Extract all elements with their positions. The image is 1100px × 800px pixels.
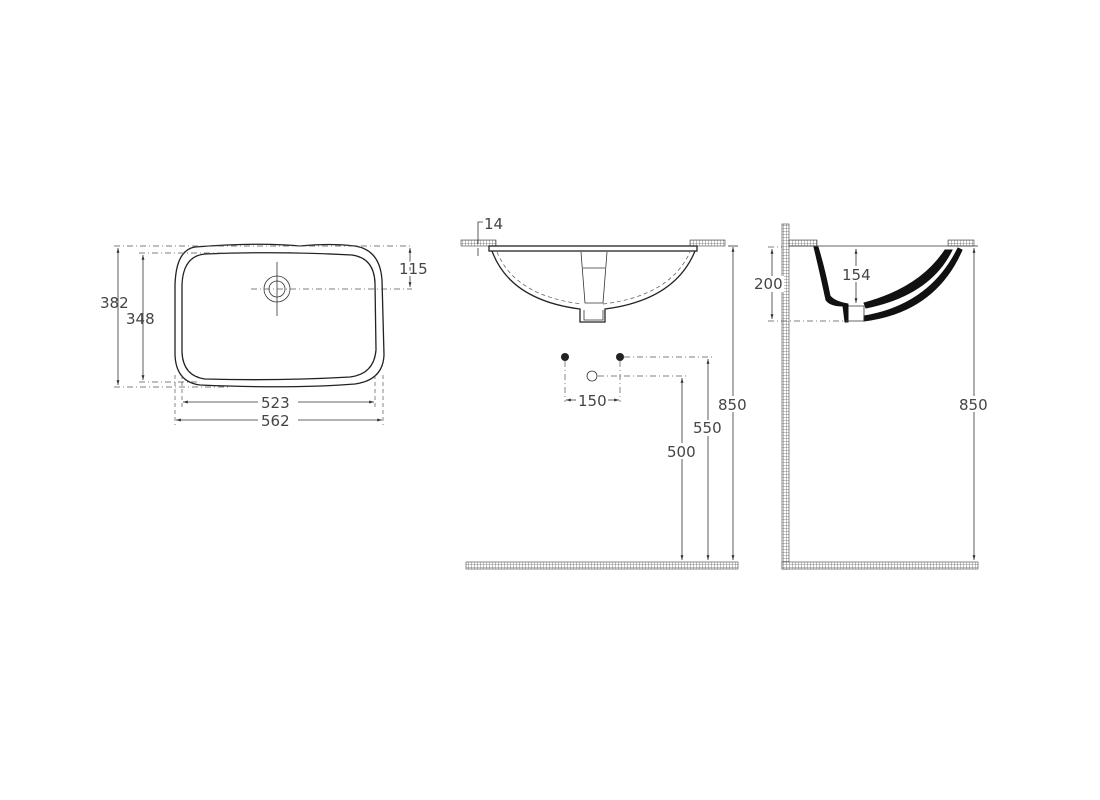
countertop-right (689, 239, 726, 247)
bowl-section (813, 246, 849, 323)
supply-point-left (561, 353, 569, 361)
countertop-left (460, 239, 497, 247)
floor-side (781, 561, 979, 570)
drain-point (586, 370, 598, 382)
floor-front (465, 561, 739, 570)
basin-outer-outline (174, 243, 385, 388)
dim-drain-height: 500 (667, 443, 696, 461)
dim-rim-thickness: 14 (484, 215, 503, 233)
dim-tap-spacing: 150 (578, 392, 607, 410)
dim-counter-height-side: 850 (959, 396, 988, 414)
dim-inner-depth: 348 (126, 310, 155, 328)
dim-counter-height-front: 850 (718, 396, 747, 414)
dim-overall-depth: 382 (100, 294, 129, 312)
dim-supply-height: 550 (693, 419, 722, 437)
countertop-side-left (788, 239, 818, 247)
basin-inner-outline (181, 252, 377, 381)
front-view: 14 150 500 550 850 (460, 215, 749, 570)
side-view: 200 154 850 (754, 223, 990, 570)
supply-point-right (616, 353, 624, 361)
top-view: 382 348 115 523 562 (100, 243, 430, 430)
dim-inner-width: 523 (261, 394, 290, 412)
dim-bowl-depth: 154 (842, 266, 871, 284)
dim-overall-width: 562 (261, 412, 290, 430)
countertop-side-right (947, 239, 975, 247)
dim-bowl-height: 200 (754, 275, 783, 293)
wall (781, 223, 790, 570)
bowl-profile (491, 250, 696, 323)
dim-drain-offset: 115 (399, 260, 428, 278)
